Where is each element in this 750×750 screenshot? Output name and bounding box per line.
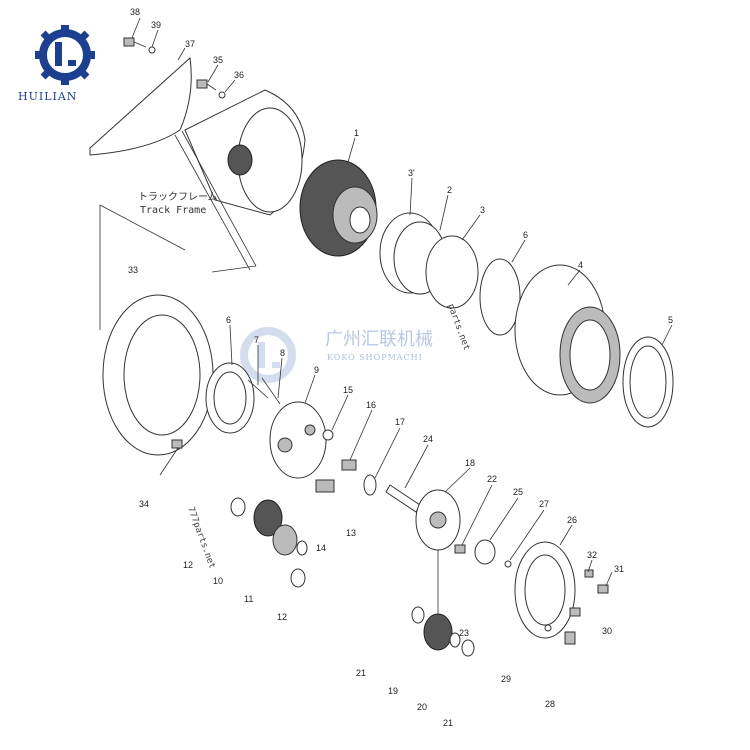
seal-ring-3b [425,235,479,309]
watermark-chinese: 广州汇联机械 [325,329,433,350]
washer-12a [230,497,246,517]
planet-gear-10 [253,499,283,537]
callout-37: 37 [185,39,195,49]
ring-14 [296,540,308,556]
callout-4: 4 [578,260,583,270]
washer-12b [290,568,306,588]
callout-11: 11 [244,594,253,604]
spacer-6a [479,258,521,336]
callout-7: 7 [254,335,259,345]
callouts: 38 39 37 35 36 1 3' 2 3 6 4 33 6 7 8 9 5… [128,7,673,728]
ring-25 [474,539,496,565]
planet-carrier [269,401,327,479]
washer-23 [461,639,475,657]
callout-23: 23 [459,628,469,638]
washer-27 [504,560,512,568]
callout-35: 35 [213,55,223,65]
callout-38: 38 [130,7,140,17]
callout-2: 2 [447,185,452,195]
parts-drawing [89,17,674,657]
callout-29: 29 [501,674,511,684]
brand-name: HUILIAN [18,90,77,103]
bolt-38 [123,37,147,48]
source-label-2: parts.net [445,303,471,352]
bearing-11 [272,524,298,556]
callout-16: 16 [366,400,376,410]
washer-29 [544,624,552,632]
callout-8: 8 [280,348,285,358]
callout-6b: 6 [226,315,231,325]
cover-plate [89,56,192,156]
callout-19: 19 [388,686,398,696]
callout-27: 27 [539,499,549,509]
callout-20: 20 [417,702,427,712]
callout-39: 39 [151,20,161,30]
huilian-logo: HUILIAN [18,25,95,103]
callout-13: 13 [346,528,356,538]
track-frame-label-jp: トラックフレーム [138,191,218,203]
callout-33: 33 [128,265,138,275]
callout-31: 31 [614,564,624,574]
shaft-24 [385,484,421,513]
callout-14: 14 [316,543,326,553]
callout-21b: 21 [443,718,453,728]
pin-16 [341,459,357,471]
snap-ring-17 [363,474,377,496]
callout-22: 22 [487,474,497,484]
callout-30: 30 [602,626,612,636]
bolt-30 [569,607,581,617]
callout-6a: 6 [523,230,528,240]
washer-36 [218,91,226,99]
callout-12a: 12 [183,560,193,570]
callout-28: 28 [545,699,555,709]
callout-3a: 3' [408,168,415,178]
track-frame-label-en: Track Frame [140,205,206,216]
bolt-34 [171,439,183,449]
callout-26: 26 [567,515,577,525]
pin-22 [454,544,466,554]
callout-5: 5 [668,315,673,325]
callout-34: 34 [139,499,149,509]
frame-hub [227,144,253,176]
watermark-logo-icon [240,327,296,383]
callout-21a: 21 [356,668,366,678]
callout-17: 17 [395,417,405,427]
callout-10: 10 [213,576,223,586]
watermark-english: KOKO SHOPMACHI [327,353,423,362]
gear-13 [315,479,335,493]
plug-31 [597,584,609,594]
gear-19 [423,613,453,651]
callout-24: 24 [423,434,433,444]
callout-15: 15 [343,385,353,395]
washer-21a [411,606,425,624]
callout-36: 36 [234,70,244,80]
callout-3b: 3 [480,205,485,215]
callout-1: 1 [354,128,359,138]
callout-12b: 12 [277,612,287,622]
callout-32: 32 [587,550,597,560]
washer-15 [322,429,334,441]
bolt-28 [564,631,576,645]
plug-32 [584,569,594,578]
callout-25: 25 [513,487,523,497]
leader-lines [131,17,673,614]
callout-9: 9 [314,365,319,375]
callout-18: 18 [465,458,475,468]
gear-logo-icon [35,25,95,85]
watermark: 广州汇联机械 KOKO SHOPMACHI [240,327,433,383]
bolt-35 [196,79,217,91]
washer-39 [148,46,156,54]
ring-20 [449,632,461,648]
